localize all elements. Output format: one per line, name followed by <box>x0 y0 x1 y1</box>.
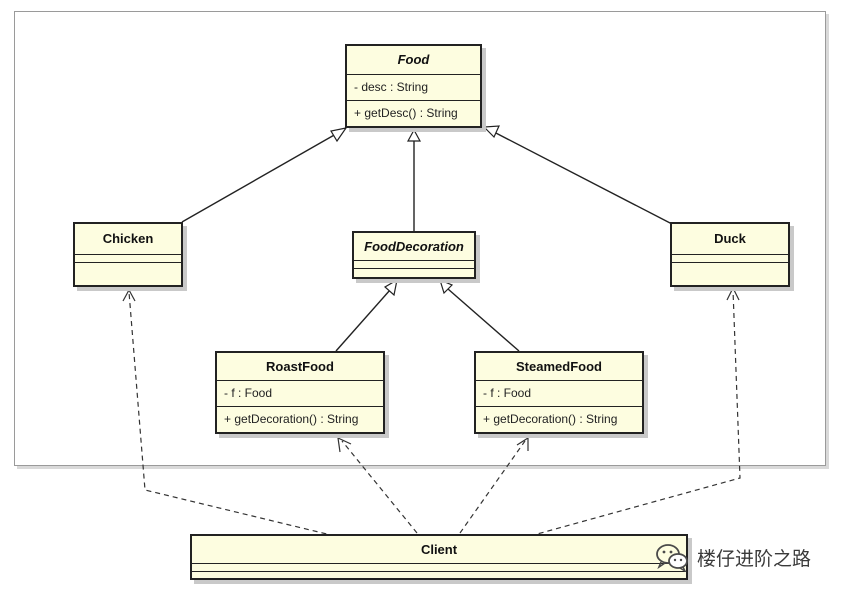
dependency-arrowhead <box>726 286 740 301</box>
dependency-arrowhead <box>337 436 352 453</box>
dependency-client-chicken <box>128 291 336 537</box>
dependency-arrowhead <box>516 436 529 451</box>
generalization-arrowhead <box>482 125 500 139</box>
class-food-decoration-attributes <box>354 261 474 269</box>
class-chicken: Chicken <box>73 222 183 287</box>
generalization-roast-decoration <box>335 289 391 352</box>
watermark-text: 楼仔进阶之路 <box>697 547 812 570</box>
class-roast-food-operations: + getDecoration() : String <box>217 407 383 433</box>
class-chicken-attributes <box>75 255 181 263</box>
class-food-name: Food <box>347 46 480 75</box>
operation-row: + getDecoration() : String <box>483 412 618 426</box>
class-client-attributes <box>192 564 686 572</box>
class-roast-food-attributes: - f : Food <box>217 381 383 407</box>
attribute-row: - f : Food <box>224 386 273 400</box>
class-chicken-operations <box>75 263 181 286</box>
class-food-decoration-operations <box>354 269 474 278</box>
generalization-steamed-decoration <box>447 288 520 352</box>
class-food: Food - desc : String + getDesc() : Strin… <box>345 44 482 128</box>
class-steamed-food: SteamedFood - f : Food + getDecoration()… <box>474 351 644 434</box>
class-duck-operations <box>672 263 788 286</box>
class-client-name: Client <box>192 536 686 564</box>
dependency-arrowhead <box>122 288 136 302</box>
class-chicken-name: Chicken <box>75 224 181 255</box>
dependency-client-roast <box>341 440 418 534</box>
class-food-decoration-name: FoodDecoration <box>354 233 474 261</box>
class-roast-food: RoastFood - f : Food + getDecoration() :… <box>215 351 385 434</box>
class-roast-food-name: RoastFood <box>217 353 383 381</box>
class-food-decoration: FoodDecoration <box>352 231 476 279</box>
generalization-arrowhead <box>330 127 348 143</box>
class-duck-name: Duck <box>672 224 788 255</box>
dependency-client-steamed <box>459 440 526 534</box>
attribute-row: - desc : String <box>354 80 429 94</box>
class-steamed-food-attributes: - f : Food <box>476 381 642 407</box>
wechat-icon <box>656 544 688 572</box>
class-duck: Duck <box>670 222 790 287</box>
generalization-arrowhead <box>383 278 398 297</box>
class-steamed-food-operations: + getDecoration() : String <box>476 407 642 433</box>
generalization-chicken-food <box>181 129 344 223</box>
generalization-duck-food <box>491 130 673 225</box>
watermark: 楼仔进阶之路 <box>655 540 811 574</box>
generalization-arrowhead <box>406 128 422 142</box>
attribute-row: - f : Food <box>483 386 532 400</box>
class-food-operations: + getDesc() : String <box>347 101 480 127</box>
dependency-client-duck <box>529 289 741 537</box>
class-duck-attributes <box>672 255 788 263</box>
class-steamed-food-name: SteamedFood <box>476 353 642 381</box>
operation-row: + getDecoration() : String <box>224 412 359 426</box>
operation-row: + getDesc() : String <box>354 106 458 120</box>
class-client: Client <box>190 534 688 580</box>
class-food-attributes: - desc : String <box>347 75 480 101</box>
class-client-operations <box>192 572 686 579</box>
generalization-arrowhead <box>439 278 454 295</box>
